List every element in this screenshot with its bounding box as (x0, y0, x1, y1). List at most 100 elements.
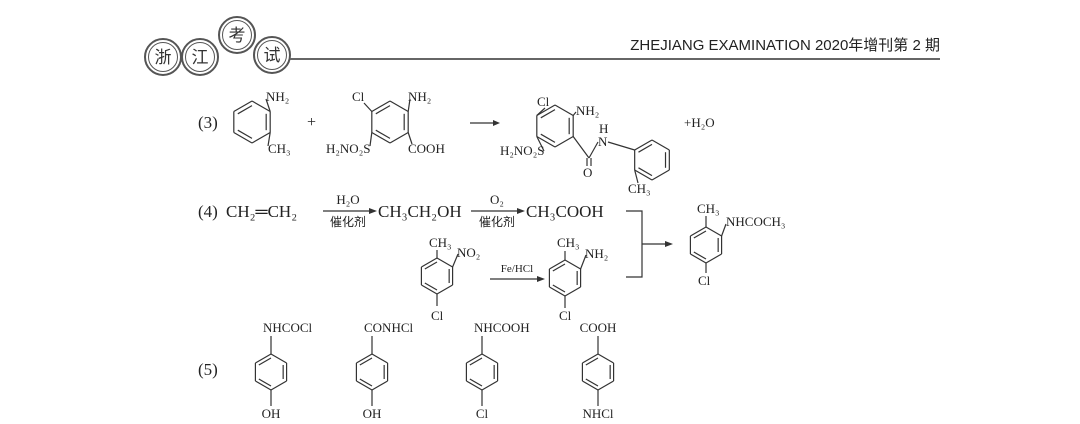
substituent: Cl (537, 94, 550, 109)
bond (554, 135, 574, 148)
bond (359, 378, 373, 387)
bond (481, 380, 498, 391)
bond (536, 107, 546, 116)
bond (597, 353, 614, 364)
combine-bracket (626, 210, 643, 278)
bond (389, 131, 409, 144)
bond (371, 353, 388, 364)
seal-char: 江 (192, 48, 209, 68)
bond (375, 129, 391, 139)
bond (651, 169, 670, 181)
reagent: H₂O (336, 192, 359, 207)
bond (452, 253, 459, 268)
bond (469, 378, 483, 387)
bond (369, 132, 373, 147)
benzene-rings (233, 98, 727, 406)
bond (580, 254, 587, 270)
bond (436, 284, 453, 295)
bond (237, 129, 253, 139)
bond (549, 286, 566, 297)
bond (424, 261, 438, 270)
bond (407, 132, 413, 145)
bond (651, 139, 670, 151)
substituent: CH₃ (697, 201, 720, 216)
substituent: NHCOOH (474, 320, 530, 335)
substituent: OH (262, 406, 281, 421)
bond (407, 98, 411, 112)
bond (572, 136, 590, 159)
substituent: Cl (559, 308, 572, 323)
bond (371, 131, 391, 144)
bond (690, 253, 707, 264)
bond (255, 353, 272, 364)
substituent: NHCOCl (263, 320, 313, 335)
bond (552, 284, 566, 293)
bond (540, 109, 556, 119)
plus-sign: + (307, 114, 316, 131)
bond (371, 100, 391, 113)
substituent: Cl (431, 308, 444, 323)
atom: N (598, 134, 608, 149)
bond (607, 141, 635, 151)
bond (233, 131, 253, 144)
seal-char: 试 (264, 46, 281, 66)
bond (549, 259, 566, 270)
bond (359, 357, 373, 366)
substituent: NH₂ (266, 89, 289, 104)
journal-title: ZHEJIANG EXAMINATION 2020年增刊第 2 期 (630, 36, 940, 54)
bond (389, 100, 409, 113)
bond (270, 380, 287, 391)
bond (237, 105, 253, 115)
bond (564, 259, 581, 270)
bond (564, 286, 581, 297)
reagent: O₂ (490, 192, 504, 207)
substituent: COOH (580, 320, 617, 335)
bond (363, 102, 373, 112)
substituent: H₂NO₂S (500, 143, 544, 158)
bond (582, 353, 599, 364)
bond (693, 230, 707, 239)
bond (421, 257, 438, 268)
bond (466, 353, 483, 364)
bond (634, 169, 653, 181)
substituent: CONHCl (364, 320, 414, 335)
bond (572, 111, 577, 116)
substituent: CH₃ (268, 141, 291, 156)
bond (721, 223, 727, 237)
bond (371, 380, 388, 391)
substituent: Cl (352, 89, 365, 104)
bond (552, 263, 566, 272)
substituent: CH₃ (429, 235, 452, 250)
substituent: Cl (476, 406, 489, 421)
bond (481, 353, 498, 364)
substituent: OH (363, 406, 382, 421)
condition: 催化剂 (330, 214, 366, 229)
byproduct: +H₂O (684, 115, 715, 130)
question-label: (3) (198, 113, 218, 132)
compound: CH₃CH₂OH (378, 202, 462, 221)
bond (588, 141, 599, 159)
bond (469, 357, 483, 366)
bond (540, 133, 556, 143)
bond (265, 98, 271, 112)
bond (705, 226, 722, 237)
substituent: NHCl (582, 406, 613, 421)
bond (356, 353, 373, 364)
bond (251, 100, 271, 113)
substituent: CH₃ (557, 235, 580, 250)
bond (436, 257, 453, 268)
bond (258, 357, 272, 366)
bond (536, 135, 556, 148)
bond (421, 284, 438, 295)
compound: CH₃COOH (526, 202, 604, 221)
seal-char: 浙 (155, 48, 172, 68)
substituent: NHCOCH₃ (726, 214, 785, 229)
substituent: NO₂ (457, 245, 480, 260)
atom: H (599, 121, 608, 136)
reagent: Fe/HCl (501, 263, 533, 275)
journal-seal-logo: 浙 江 考 试 (144, 16, 291, 76)
bond (375, 105, 391, 115)
substituent: NH₂ (585, 246, 608, 261)
bond (554, 104, 574, 117)
